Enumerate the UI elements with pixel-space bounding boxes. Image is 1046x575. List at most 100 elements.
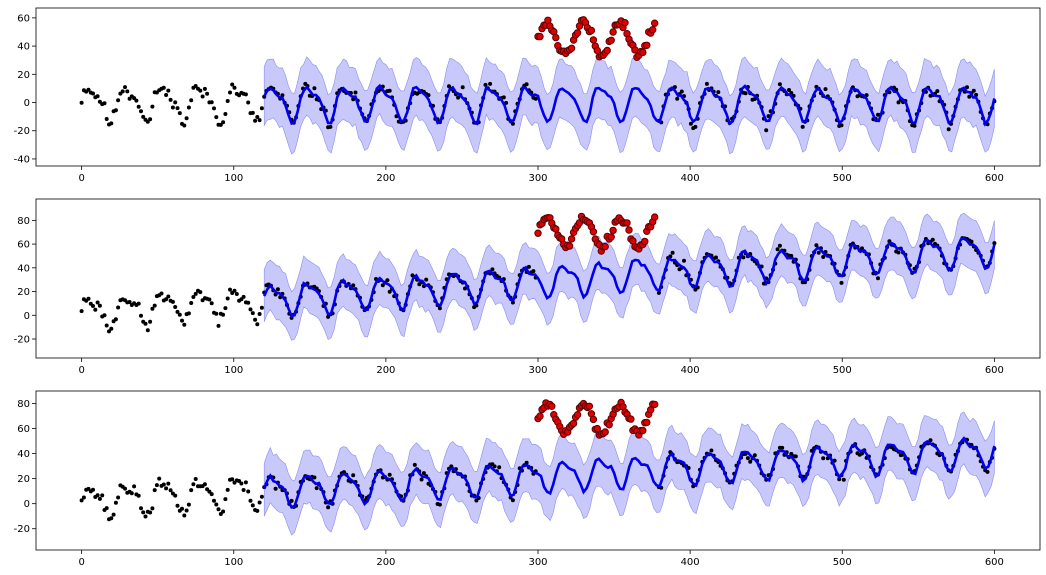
anomaly-point bbox=[587, 26, 596, 35]
observed-point bbox=[141, 114, 146, 119]
confidence-band bbox=[263, 56, 995, 155]
anomaly-point bbox=[534, 229, 542, 237]
observed-point bbox=[168, 97, 173, 102]
observed-point bbox=[745, 456, 750, 461]
confidence-band bbox=[263, 411, 995, 536]
observed-point bbox=[656, 290, 661, 295]
observed-point bbox=[198, 290, 203, 295]
anomaly-point bbox=[536, 412, 544, 420]
observed-point bbox=[216, 507, 221, 512]
observed-point bbox=[79, 498, 84, 503]
observed-point bbox=[175, 106, 180, 111]
y-tick-label: 40 bbox=[17, 42, 30, 53]
observed-point bbox=[896, 100, 901, 105]
observed-point bbox=[501, 95, 506, 100]
observed-point bbox=[257, 118, 262, 123]
observed-point bbox=[328, 124, 333, 129]
observed-point bbox=[353, 90, 358, 95]
observed-point bbox=[225, 99, 230, 103]
observed-point bbox=[175, 309, 180, 314]
observed-point bbox=[91, 487, 95, 492]
anomaly-point bbox=[569, 419, 578, 428]
x-tick-label: 300 bbox=[528, 365, 547, 376]
observed-point bbox=[193, 291, 198, 296]
anomaly-point bbox=[585, 402, 594, 410]
observed-point bbox=[912, 123, 917, 128]
observed-point bbox=[693, 124, 698, 129]
observed-point bbox=[143, 514, 148, 519]
observed-point bbox=[180, 318, 184, 323]
observed-point bbox=[246, 300, 251, 305]
anomaly-point bbox=[603, 46, 611, 55]
observed-point bbox=[876, 276, 880, 281]
observed-point bbox=[447, 84, 451, 89]
observed-point bbox=[257, 312, 262, 316]
anomaly-point bbox=[623, 219, 631, 227]
observed-point bbox=[275, 287, 280, 292]
observed-point bbox=[139, 313, 143, 318]
observed-point bbox=[437, 502, 442, 507]
observed-point bbox=[209, 100, 214, 105]
anomaly-point bbox=[567, 235, 576, 243]
observed-point bbox=[154, 483, 159, 488]
observed-point bbox=[412, 462, 417, 467]
observed-point bbox=[326, 505, 331, 510]
observed-point bbox=[682, 258, 686, 263]
x-tick-label: 0 bbox=[78, 365, 84, 376]
observed-point bbox=[255, 115, 260, 119]
y-tick-label: 80 bbox=[17, 216, 30, 227]
observed-point bbox=[186, 105, 191, 110]
observed-point bbox=[212, 106, 216, 111]
observed-point bbox=[125, 89, 130, 94]
anomaly-point bbox=[649, 26, 657, 34]
observed-point bbox=[221, 312, 226, 317]
observed-point bbox=[191, 295, 196, 299]
observed-point bbox=[985, 469, 990, 474]
observed-point bbox=[965, 85, 969, 90]
observed-point bbox=[257, 500, 262, 505]
anomaly-point bbox=[651, 19, 659, 27]
observed-point bbox=[524, 82, 529, 87]
anomaly-point bbox=[609, 28, 617, 36]
anomaly-point bbox=[589, 228, 598, 236]
y-tick-label: 0 bbox=[24, 499, 30, 510]
observed-point bbox=[531, 269, 536, 274]
observed-point bbox=[189, 301, 194, 305]
x-tick-label: 500 bbox=[833, 365, 852, 376]
observed-point bbox=[221, 120, 226, 125]
observed-point bbox=[221, 509, 226, 514]
observed-point bbox=[161, 482, 166, 487]
x-tick-label: 400 bbox=[681, 365, 700, 376]
y-tick-label: -20 bbox=[14, 335, 30, 346]
observed-point bbox=[421, 471, 426, 476]
anomaly-point bbox=[605, 421, 613, 429]
observed-point bbox=[314, 486, 319, 491]
anomaly-point bbox=[593, 424, 601, 433]
observed-point bbox=[86, 87, 91, 92]
observed-point bbox=[145, 328, 150, 333]
x-tick-label: 600 bbox=[985, 365, 1004, 376]
observed-point bbox=[198, 88, 203, 93]
observed-point bbox=[974, 92, 979, 97]
observed-point bbox=[234, 292, 239, 296]
observed-point bbox=[823, 87, 828, 92]
observed-point bbox=[839, 123, 844, 128]
observed-point bbox=[86, 296, 91, 301]
observed-point bbox=[775, 247, 780, 252]
observed-point bbox=[173, 305, 178, 309]
observed-point bbox=[752, 453, 757, 458]
observed-point bbox=[992, 241, 997, 246]
observed-point bbox=[248, 498, 253, 503]
observed-point bbox=[803, 280, 807, 285]
x-tick-label: 100 bbox=[224, 557, 243, 568]
observed-point bbox=[166, 481, 171, 486]
observed-point bbox=[255, 508, 260, 513]
anomaly-point bbox=[607, 36, 615, 44]
y-tick-label: 60 bbox=[17, 13, 30, 24]
y-tick-label: 20 bbox=[17, 287, 30, 298]
observed-point bbox=[166, 294, 171, 299]
observed-point bbox=[312, 475, 317, 480]
y-tick-label: 40 bbox=[17, 263, 30, 274]
